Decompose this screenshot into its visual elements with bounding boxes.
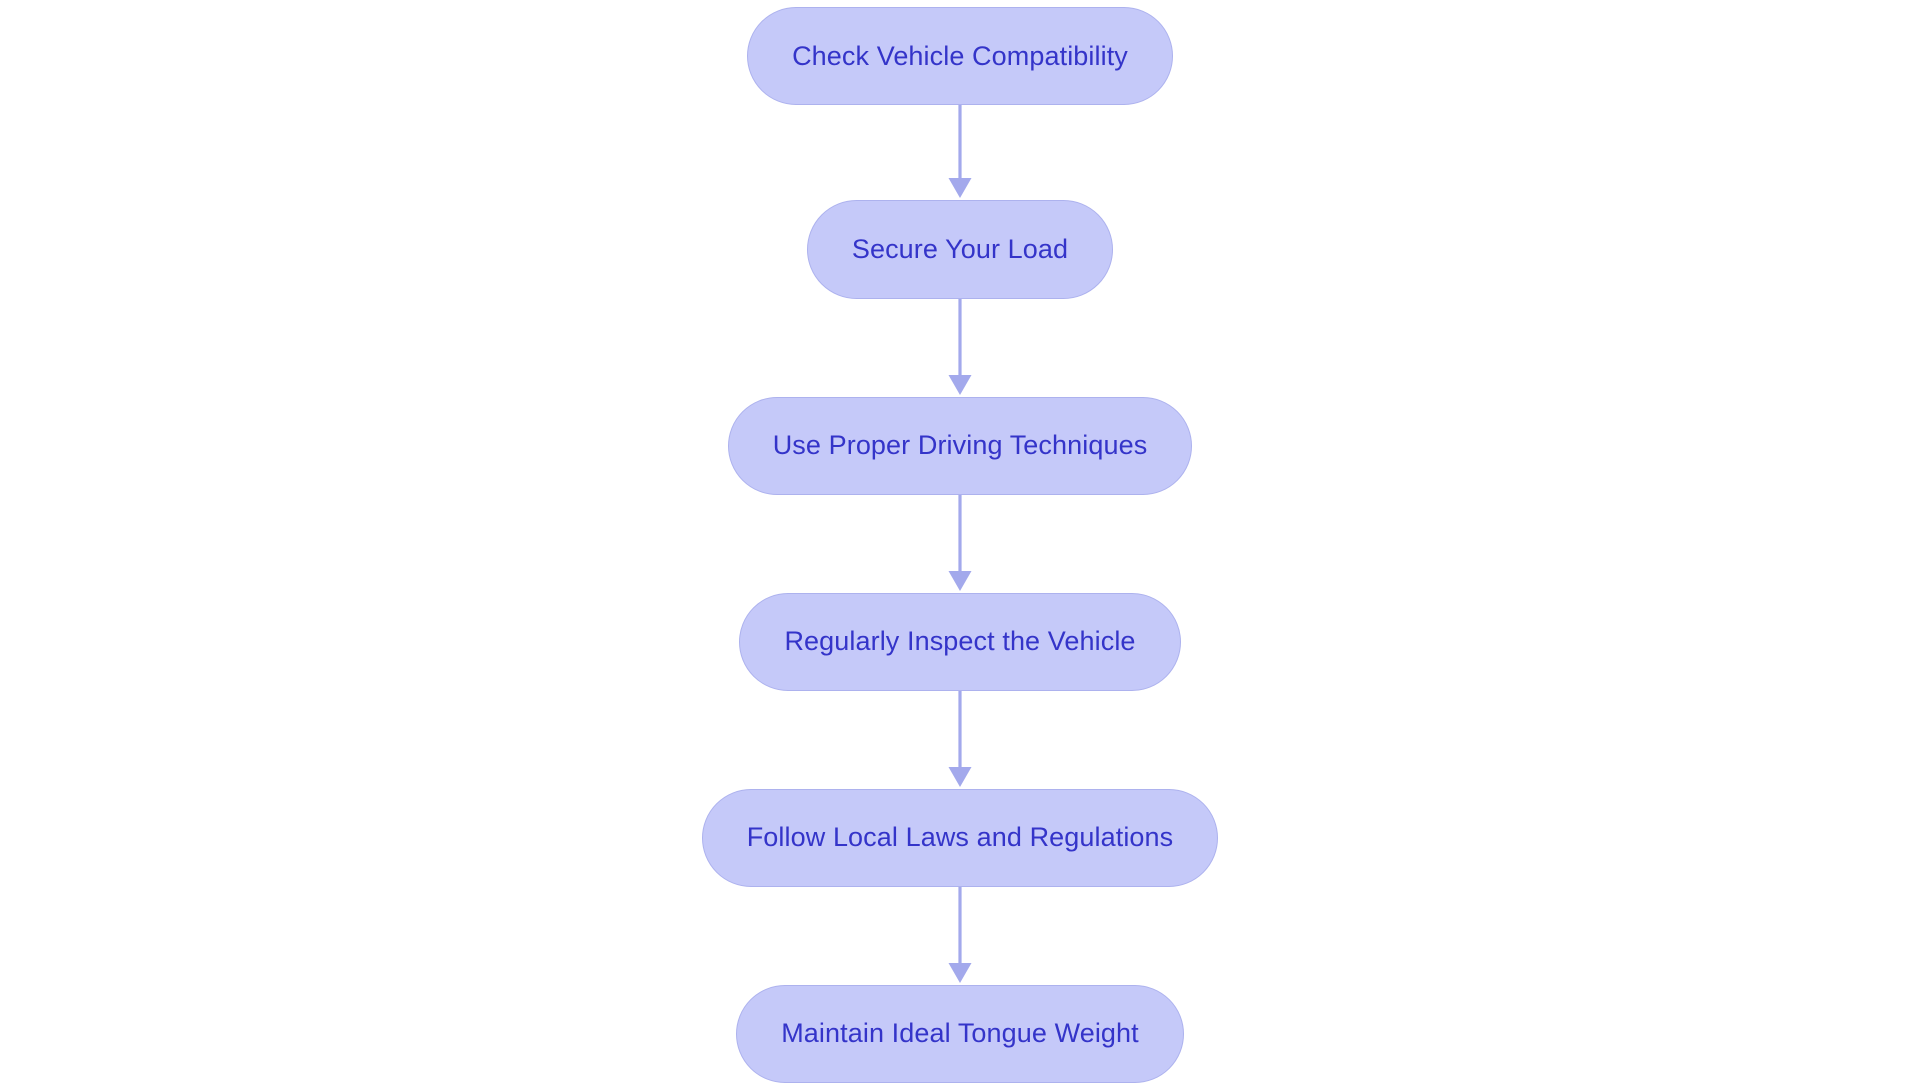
flow-node-label: Use Proper Driving Techniques bbox=[772, 430, 1148, 461]
flow-node-label: Check Vehicle Compatibility bbox=[792, 40, 1128, 71]
flow-node-maintain-ideal-tongue-weight[interactable]: Maintain Ideal Tongue Weight bbox=[736, 984, 1184, 1083]
flow-node-label: Maintain Ideal Tongue Weight bbox=[781, 1018, 1139, 1049]
down-arrow-icon bbox=[948, 298, 972, 395]
flow-node-regularly-inspect-the-vehicle[interactable]: Regularly Inspect the Vehicle bbox=[739, 592, 1181, 691]
down-arrow-icon bbox=[948, 494, 972, 591]
flow-node-secure-your-load[interactable]: Secure Your Load bbox=[806, 200, 1114, 299]
flow-connector-3 bbox=[940, 494, 980, 593]
down-arrow-icon bbox=[948, 105, 972, 199]
down-arrow-icon bbox=[948, 886, 972, 983]
flow-node-use-proper-driving-techniques[interactable]: Use Proper Driving Techniques bbox=[727, 396, 1193, 495]
flow-node-label: Regularly Inspect the Vehicle bbox=[784, 626, 1136, 657]
flow-connector-1 bbox=[940, 105, 980, 200]
flow-connector-2 bbox=[940, 298, 980, 397]
down-arrow-icon bbox=[948, 690, 972, 787]
flow-node-check-vehicle-compatibility[interactable]: Check Vehicle Compatibility bbox=[747, 7, 1173, 106]
flow-node-follow-local-laws-and-regulations[interactable]: Follow Local Laws and Regulations bbox=[701, 788, 1219, 887]
flow-node-label: Follow Local Laws and Regulations bbox=[746, 822, 1174, 853]
flow-node-label: Secure Your Load bbox=[851, 234, 1069, 265]
flow-connector-5 bbox=[940, 886, 980, 985]
flow-connector-4 bbox=[940, 690, 980, 789]
